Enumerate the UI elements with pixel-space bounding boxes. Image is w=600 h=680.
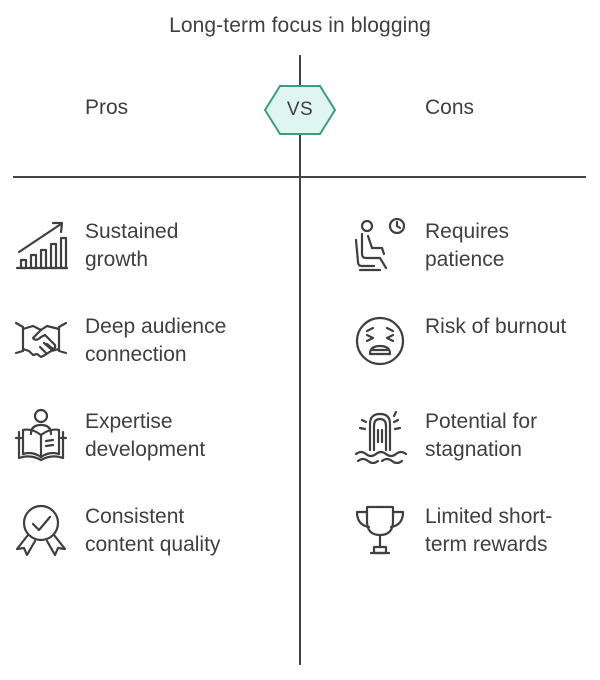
diagram-title: Long-term focus in blogging [169,14,431,37]
waiting-person-clock-icon [352,217,408,274]
center-divider-top [299,55,301,87]
header-divider [13,176,586,178]
pro-label: Consistent content quality [85,505,221,556]
cons-heading: Cons [425,96,475,119]
center-divider [299,133,301,665]
vs-badge: VS [264,84,336,136]
person-reading-icon [13,408,69,464]
con-label: Requires patience [425,220,510,271]
quality-badge-icon [13,503,69,559]
con-label: Potential for stagnation [425,410,538,461]
growth-chart-icon [13,218,69,274]
stagnant-water-icon [352,408,408,465]
pro-label: Expertise development [85,410,206,461]
con-label: Risk of burnout [425,315,567,338]
trophy-icon [352,503,408,559]
pros-heading: Pros [85,96,129,119]
pro-label: Sustained growth [85,220,179,271]
exhausted-face-icon [352,313,408,369]
con-label: Limited short- term rewards [425,505,553,556]
pro-label: Deep audience connection [85,315,227,366]
handshake-icon [13,313,69,369]
vs-label: VS [286,99,314,120]
